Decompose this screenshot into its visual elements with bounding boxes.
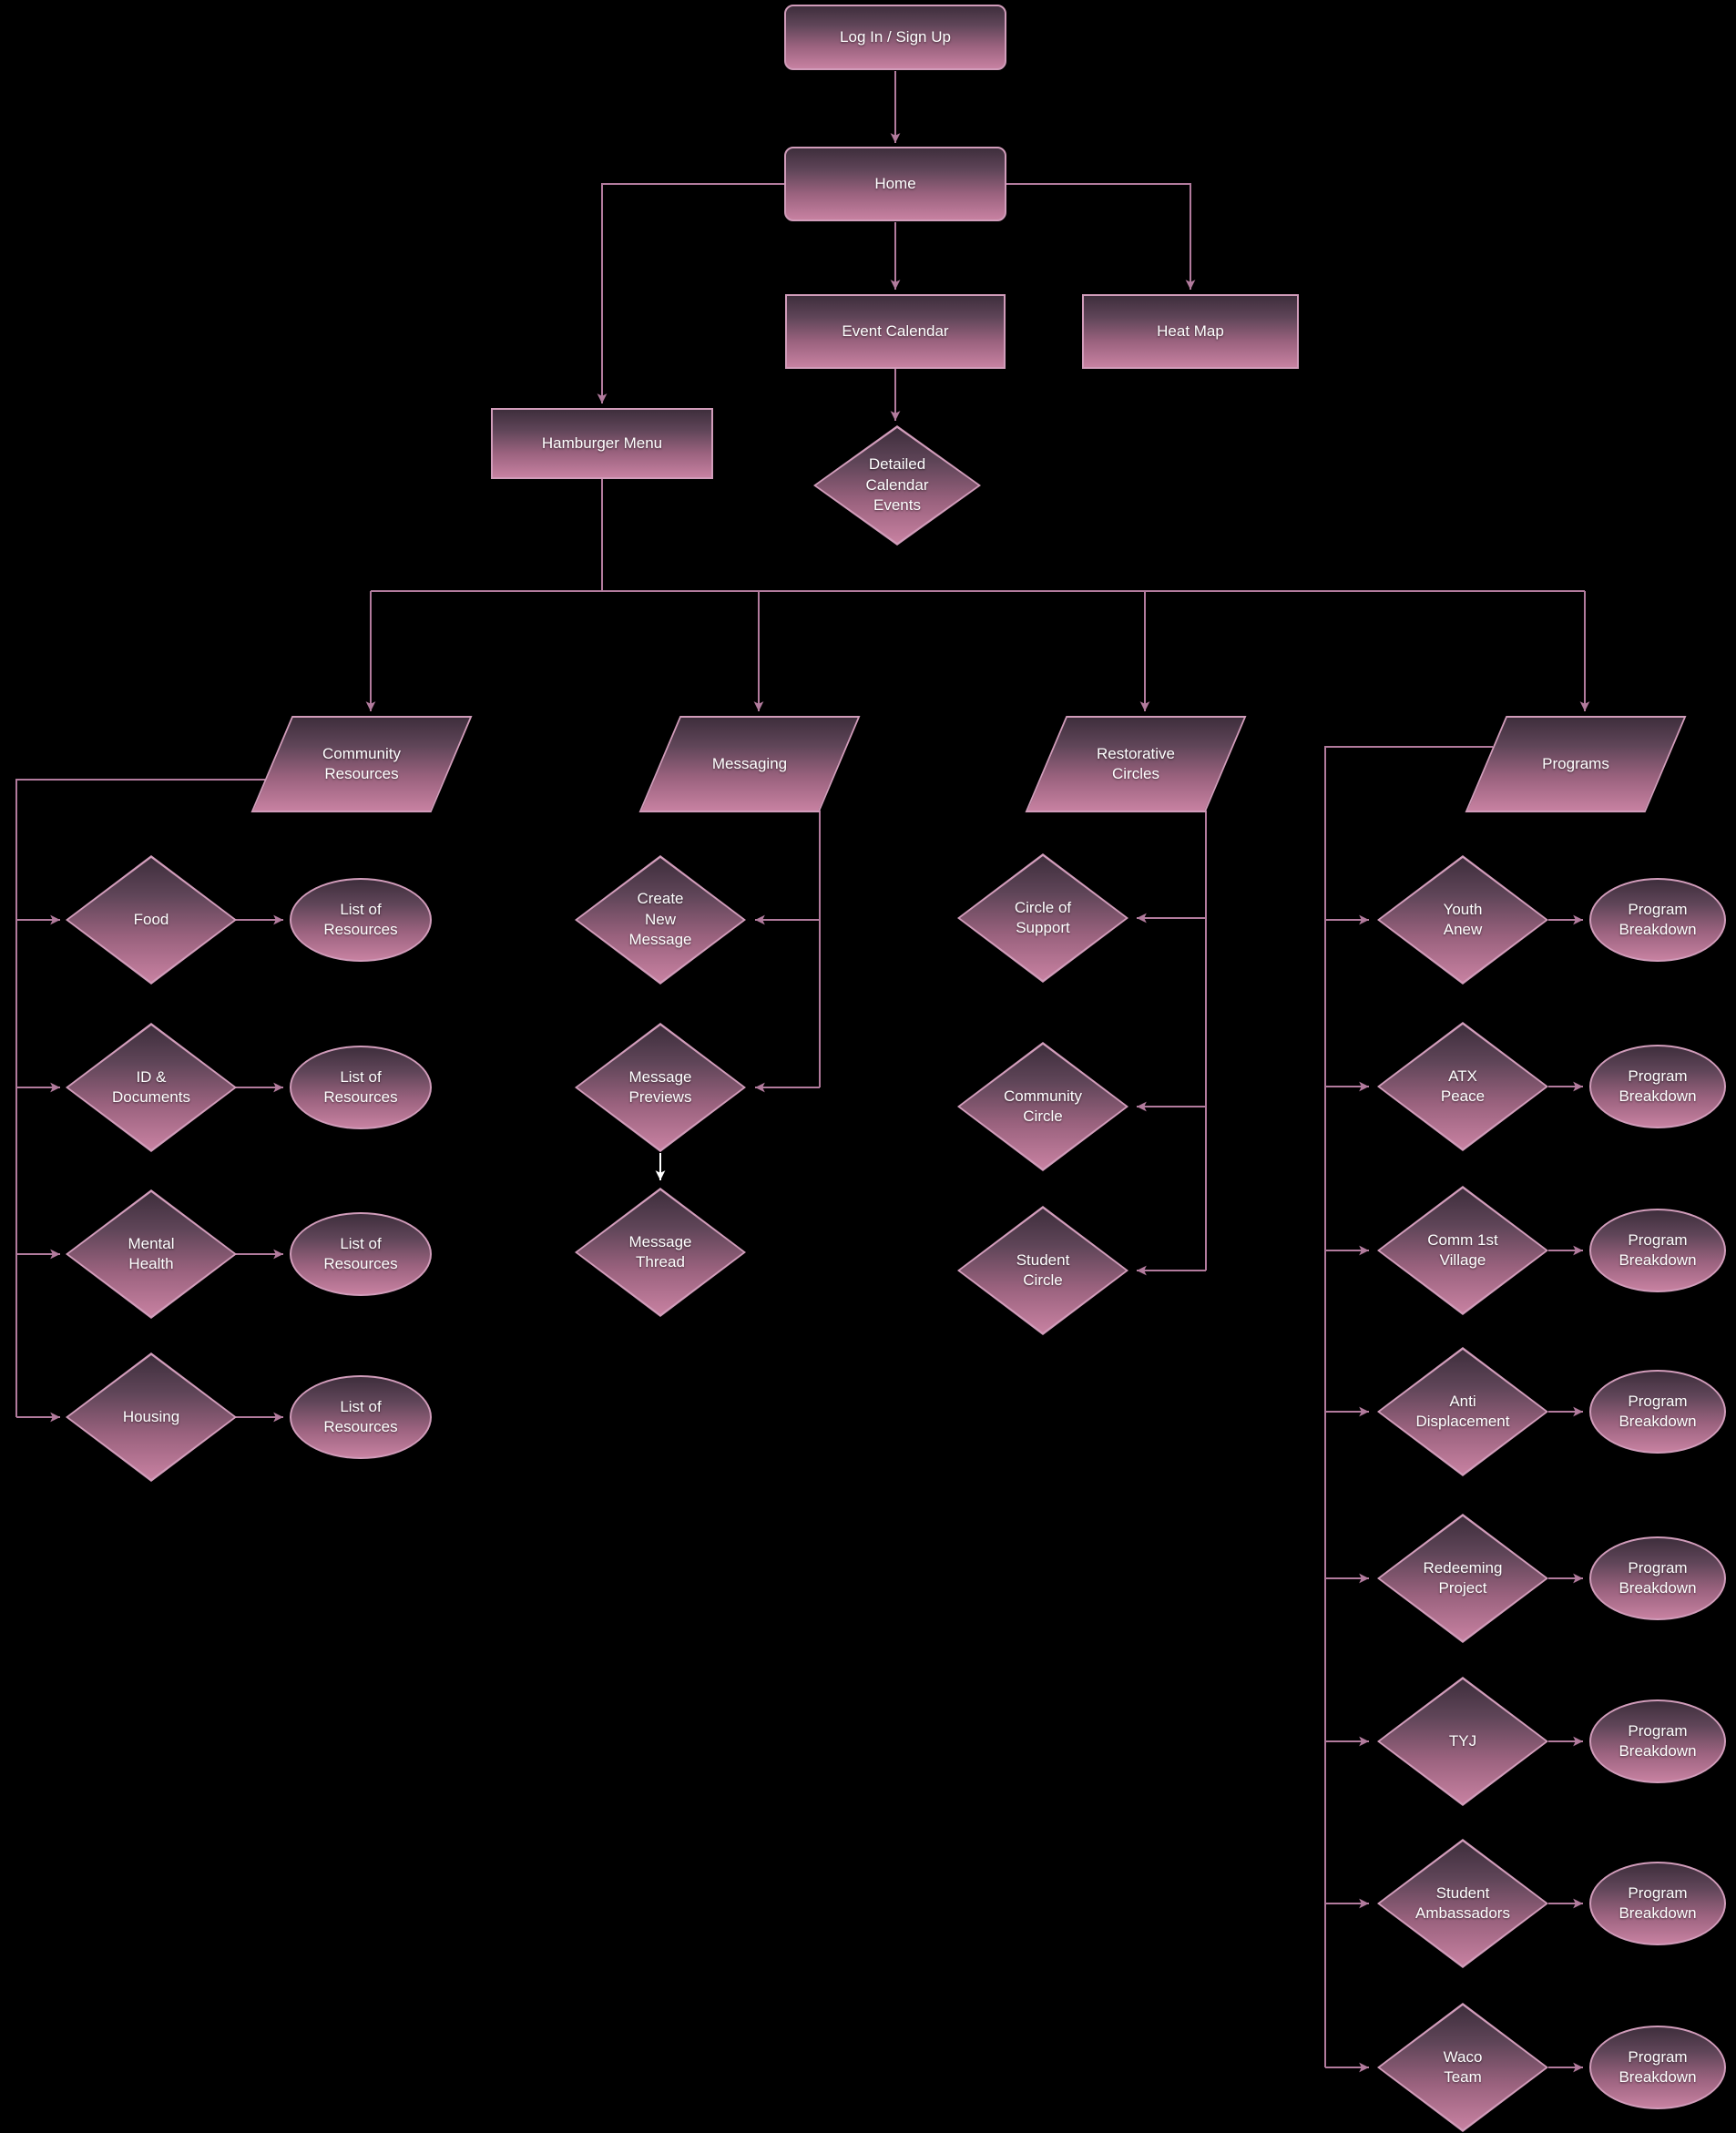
node-waco-team-label: Waco Team <box>1443 2047 1483 2086</box>
node-program-breakdown-youth-anew: Program Breakdown <box>1589 878 1726 962</box>
node-heat-map: Heat Map <box>1082 294 1299 369</box>
node-redeeming-project-label: Redeeming Project <box>1423 1558 1503 1597</box>
node-message-thread-label: Message Thread <box>628 1232 692 1271</box>
node-program-breakdown-label: Program Breakdown <box>1619 1066 1697 1105</box>
node-list-of-resources-mental-health: List of Resources <box>290 1212 432 1296</box>
node-event-calendar: Event Calendar <box>785 294 1006 369</box>
node-program-breakdown-atx-peace: Program Breakdown <box>1589 1045 1726 1128</box>
node-message-previews-label: Message Previews <box>628 1067 692 1106</box>
node-list-of-resources-label: List of Resources <box>323 1397 398 1435</box>
node-event-calendar-label: Event Calendar <box>842 321 949 340</box>
node-housing-label: Housing <box>122 1407 180 1425</box>
node-messaging-label: Messaging <box>711 754 788 772</box>
node-home: Home <box>784 147 1006 221</box>
node-programs: Programs <box>1465 716 1686 812</box>
node-id-documents-label: ID & Documents <box>112 1067 190 1106</box>
node-restorative-circles-label: Restorative Circles <box>1097 744 1175 782</box>
node-list-of-resources-food: List of Resources <box>290 878 432 962</box>
node-program-breakdown-student-ambassadors: Program Breakdown <box>1589 1862 1726 1945</box>
node-program-breakdown-label: Program Breakdown <box>1619 1230 1697 1269</box>
node-program-breakdown-redeeming-project: Program Breakdown <box>1589 1536 1726 1620</box>
node-program-breakdown-label: Program Breakdown <box>1619 2047 1697 2086</box>
node-circle-of-support-label: Circle of Support <box>1014 898 1072 936</box>
node-home-label: Home <box>874 174 916 192</box>
node-list-of-resources-housing: List of Resources <box>290 1375 432 1459</box>
node-list-of-resources-label: List of Resources <box>323 1234 398 1272</box>
node-food-label: Food <box>133 910 169 928</box>
node-list-of-resources-id: List of Resources <box>290 1046 432 1129</box>
node-programs-label: Programs <box>1542 754 1609 772</box>
node-community-resources: Community Resources <box>251 716 472 812</box>
node-program-breakdown-anti-displacement: Program Breakdown <box>1589 1370 1726 1454</box>
node-detailed-calendar-events-label: Detailed Calendar Events <box>865 455 929 515</box>
node-youth-anew-label: Youth Anew <box>1443 900 1483 938</box>
node-mental-health-label: Mental Health <box>128 1234 175 1272</box>
node-program-breakdown-label: Program Breakdown <box>1619 900 1697 938</box>
node-list-of-resources-label: List of Resources <box>323 900 398 938</box>
node-list-of-resources-label: List of Resources <box>323 1067 398 1106</box>
node-hamburger-menu: Hamburger Menu <box>491 408 713 479</box>
node-student-ambassadors-label: Student Ambassadors <box>1415 1883 1510 1922</box>
node-community-resources-label: Community Resources <box>322 744 401 782</box>
node-program-breakdown-tyj: Program Breakdown <box>1589 1699 1726 1783</box>
node-hamburger-menu-label: Hamburger Menu <box>541 434 663 452</box>
node-program-breakdown-waco-team: Program Breakdown <box>1589 2026 1726 2109</box>
node-login-label: Log In / Sign Up <box>840 27 951 46</box>
node-student-circle-label: Student Circle <box>1016 1250 1070 1289</box>
node-heat-map-label: Heat Map <box>1157 321 1224 340</box>
node-program-breakdown-label: Program Breakdown <box>1619 1721 1697 1760</box>
node-anti-displacement-label: Anti Displacement <box>1415 1392 1510 1430</box>
node-restorative-circles: Restorative Circles <box>1026 716 1246 812</box>
node-program-breakdown-label: Program Breakdown <box>1619 1392 1697 1430</box>
node-messaging: Messaging <box>639 716 860 812</box>
node-program-breakdown-label: Program Breakdown <box>1619 1883 1697 1922</box>
node-login: Log In / Sign Up <box>784 5 1006 70</box>
node-community-circle-label: Community Circle <box>1004 1087 1082 1125</box>
node-program-breakdown-comm-1st-village: Program Breakdown <box>1589 1209 1726 1292</box>
node-create-new-message-label: Create New Message <box>628 890 692 949</box>
node-comm-1st-village-label: Comm 1st Village <box>1427 1230 1498 1269</box>
node-atx-peace-label: ATX Peace <box>1440 1066 1486 1105</box>
node-program-breakdown-label: Program Breakdown <box>1619 1558 1697 1597</box>
node-tyj-label: TYJ <box>1448 1731 1477 1750</box>
